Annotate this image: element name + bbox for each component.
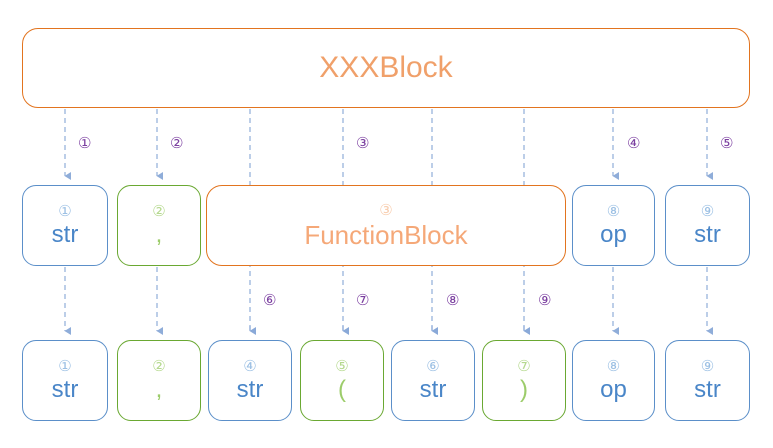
node-index: ③ <box>379 200 393 219</box>
node-index: ① <box>58 357 72 375</box>
node-bottom-7[interactable]: ⑧ op <box>572 340 655 421</box>
edge-label-6: ⑥ <box>263 291 277 309</box>
edge-label-3: ③ <box>356 134 370 152</box>
node-label: str <box>51 376 79 403</box>
node-label: op <box>600 376 627 403</box>
node-label: ( <box>338 376 346 403</box>
node-index: ① <box>58 202 72 220</box>
node-middle-3-functionblock[interactable]: ③ FunctionBlock <box>206 185 566 266</box>
node-label: str <box>51 221 79 248</box>
node-index: ⑧ <box>606 357 621 375</box>
node-middle-5[interactable]: ⑨ str <box>665 185 750 266</box>
node-index: ⑥ <box>426 357 440 375</box>
node-label: str <box>694 221 721 248</box>
node-label: , <box>155 376 163 403</box>
node-label: , <box>155 221 163 248</box>
node-bottom-6[interactable]: ⑦ ) <box>482 340 566 421</box>
node-bottom-4[interactable]: ⑤ ( <box>300 340 384 421</box>
node-label: str <box>694 376 721 403</box>
node-index: ⑤ <box>335 357 349 375</box>
node-bottom-1[interactable]: ① str <box>22 340 108 421</box>
node-label: ) <box>520 376 528 403</box>
node-index: ⑧ <box>606 202 621 220</box>
node-index: ⑨ <box>700 357 715 375</box>
node-bottom-2[interactable]: ② , <box>117 340 201 421</box>
node-index: ⑦ <box>517 357 531 375</box>
node-bottom-8[interactable]: ⑨ str <box>665 340 750 421</box>
node-index: ② <box>152 357 166 375</box>
edge-label-8: ⑧ <box>446 291 460 309</box>
node-index: ④ <box>243 357 257 375</box>
node-middle-1[interactable]: ① str <box>22 185 108 266</box>
node-label: str <box>236 376 264 403</box>
edge-label-1: ① <box>78 134 92 152</box>
edge-label-5: ⑤ <box>720 134 734 152</box>
node-middle-2[interactable]: ② , <box>117 185 201 266</box>
block-xxxblock[interactable]: XXXBlock <box>22 28 750 108</box>
node-middle-4[interactable]: ⑧ op <box>572 185 655 266</box>
node-label: op <box>600 221 627 248</box>
node-index: ⑨ <box>700 202 715 220</box>
edge-label-9: ⑨ <box>538 291 552 309</box>
node-bottom-3[interactable]: ④ str <box>208 340 292 421</box>
node-label: FunctionBlock <box>304 219 468 250</box>
node-bottom-5[interactable]: ⑥ str <box>391 340 475 421</box>
edge-label-4: ④ <box>627 134 641 152</box>
edge-label-2: ② <box>170 134 184 152</box>
node-label: str <box>419 376 447 403</box>
edge-label-7: ⑦ <box>356 291 370 309</box>
block-xxxblock-label: XXXBlock <box>319 51 453 84</box>
node-index: ② <box>152 202 166 220</box>
